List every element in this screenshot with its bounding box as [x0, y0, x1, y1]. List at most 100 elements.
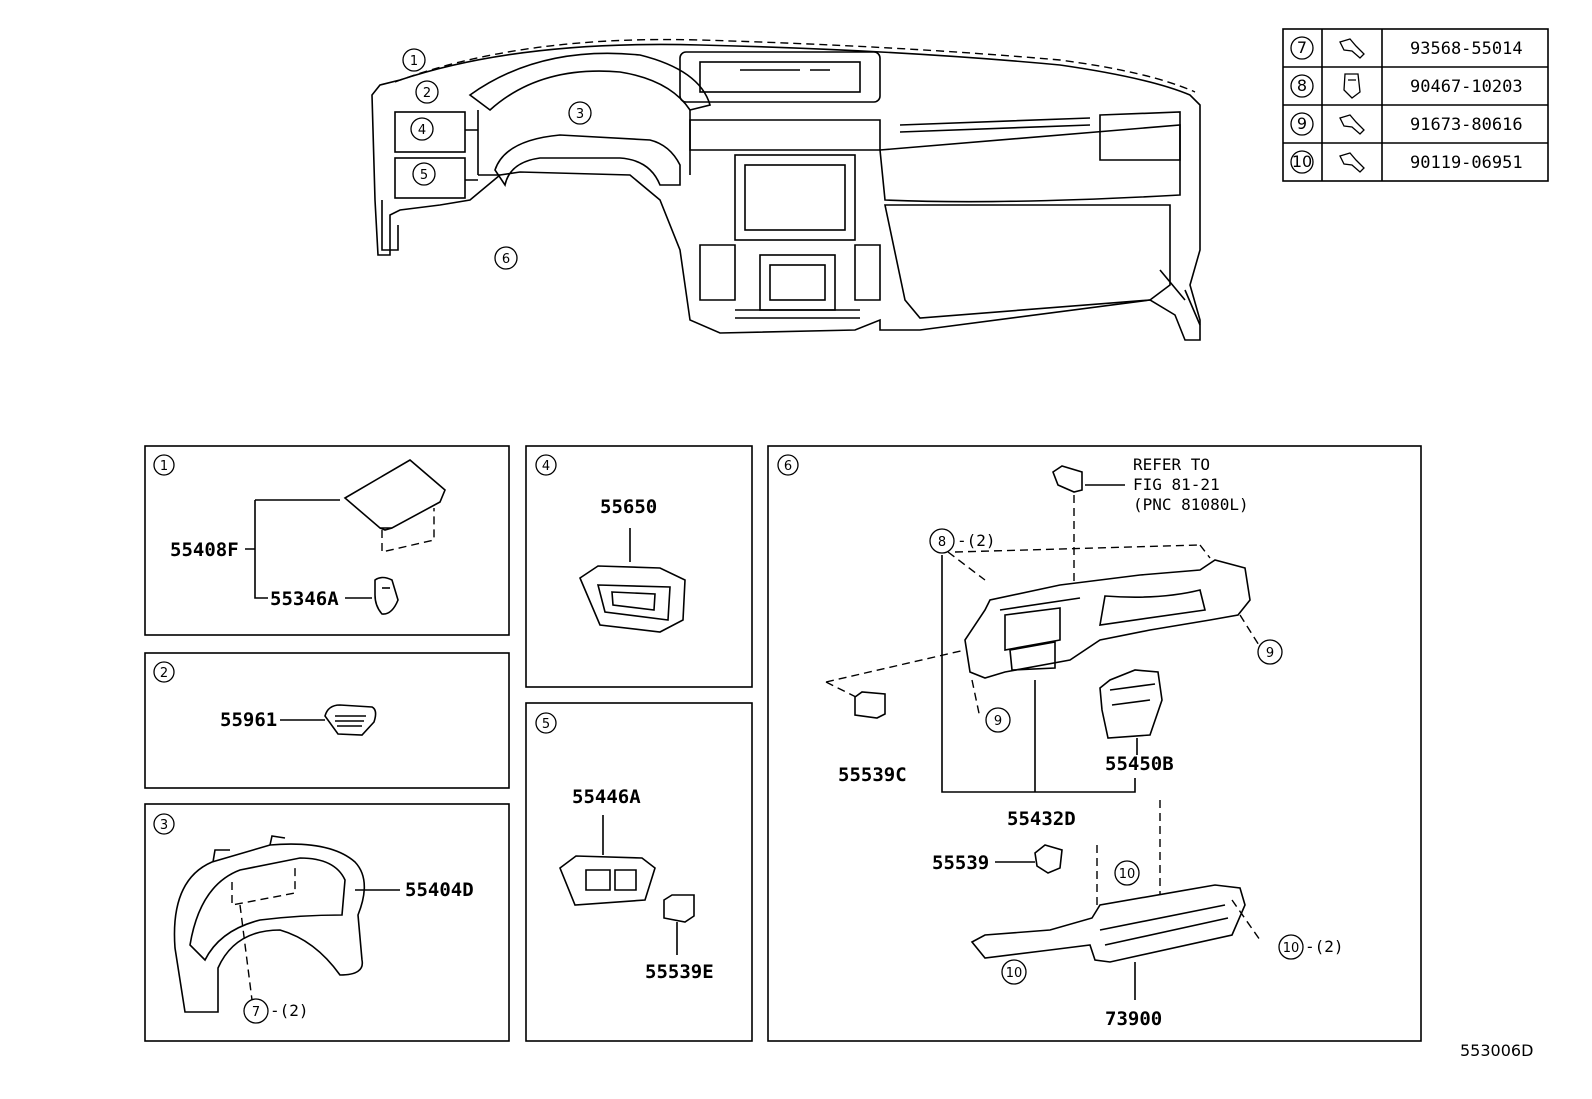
label-55404d: 55404D: [405, 879, 474, 901]
fastener-row-7-part-no: 93568-55014: [1410, 39, 1523, 59]
fastener-row-9-ref: 9: [1290, 112, 1314, 136]
panel-2-ref-circle: 2: [153, 661, 175, 683]
panel-1-ref-circle: 1: [153, 454, 175, 476]
fastener-row-8-ref: 8: [1290, 74, 1314, 98]
panel-6-fastener-8: 8: [929, 528, 955, 554]
panel-1-frame: [144, 445, 510, 636]
fastener-row-7-ref-label: 7: [1297, 38, 1307, 57]
overview-callout-6: 6: [494, 246, 518, 270]
label-55539: 55539: [932, 852, 989, 874]
panel-6-art: [825, 465, 1263, 1000]
panel-ref-circles: 1 2 3 4 5 6 7 8 9 9 10 10 10: [153, 454, 1304, 1024]
overview-callout-4: 4: [410, 117, 434, 141]
screw-icon: [1339, 114, 1365, 135]
panel-6-fastener-8-label: 8: [938, 535, 946, 550]
label-73900: 73900: [1105, 1008, 1162, 1030]
fastener-table-rows: 7 93568-55014 8 90467-10203 9 91673-80616 10 90…: [1290, 36, 1523, 174]
panel-6-fastener-10-bottom-label: 10: [1006, 966, 1023, 981]
panel-6-fastener-10-right: 10: [1278, 934, 1304, 960]
fastener-row-10-ref: 10: [1290, 150, 1314, 174]
label-55432d: 55432D: [1007, 808, 1076, 830]
panel-4-art: [579, 528, 686, 633]
panel-6-ref-circle: 6: [777, 454, 799, 476]
refer-note-line3: (PNC 81080L): [1133, 495, 1249, 514]
panel-3-art: [173, 835, 400, 1013]
overview-callout-3: 3: [568, 101, 592, 125]
label-55539e: 55539E: [645, 961, 714, 983]
fastener-row-10-ref-label: 10: [1292, 152, 1312, 171]
refer-note-line2: FIG 81-21: [1133, 475, 1220, 494]
fastener-row-9-part-no: 91673-80616: [1410, 115, 1523, 135]
overview-callouts: 1 2 3 4 5 6: [402, 48, 592, 270]
panel-6-fastener-9-right: 9: [1257, 639, 1283, 665]
part-refer-bracket: [1052, 465, 1083, 493]
panel-6-fastener-9-right-label: 9: [1266, 646, 1274, 661]
part-55539c-plug: [854, 691, 886, 719]
panel-6-fastener-9-left-label: 9: [994, 714, 1002, 729]
fastener-row-8-part-no: 90467-10203: [1410, 77, 1523, 97]
panel-3-ref-circle-label: 3: [160, 818, 168, 833]
overview-callout-6-label: 6: [502, 252, 510, 267]
panel-1-ref-circle-label: 1: [160, 459, 168, 474]
label-55961: 55961: [220, 709, 277, 731]
panel-4-ref-circle-label: 4: [542, 459, 550, 474]
panel-6-fastener-10-top-label: 10: [1119, 867, 1136, 882]
panel-6-fastener-10-right-label: 10: [1283, 941, 1300, 956]
panel-3-frame: [144, 803, 510, 1042]
label-55450b: 55450B: [1105, 753, 1174, 775]
panel-3-fastener-7-label: 7: [252, 1005, 260, 1020]
part-55539-plug: [1034, 844, 1063, 874]
overview-callout-5-label: 5: [420, 168, 428, 183]
part-55346a-clip: [374, 576, 399, 615]
part-55961-vent: [324, 704, 377, 736]
fastener-row-9-ref-label: 9: [1297, 114, 1307, 133]
label-55650: 55650: [600, 496, 657, 518]
figure-id: 553006D: [1460, 1041, 1533, 1060]
panel-6-frame: [767, 445, 1422, 1042]
label-55446a: 55446A: [572, 786, 641, 808]
part-55446a-bezel: [559, 855, 656, 906]
label-55408f: 55408F: [170, 539, 239, 561]
part-55650-vent: [579, 565, 686, 633]
panel-3-ref-circle: 3: [153, 813, 175, 835]
label-fastener-8-qty: -(2): [957, 531, 996, 550]
panel-6-fastener-10-top: 10: [1114, 860, 1140, 886]
part-55408f-lid: [343, 459, 446, 529]
panel-5-ref-circle-label: 5: [542, 717, 550, 732]
fastener-row-10-part-no: 90119-06951: [1410, 153, 1523, 173]
clip-icon: [1343, 73, 1361, 99]
panel-5-art: [559, 815, 695, 955]
panel-3-fastener-7: 7: [243, 998, 269, 1024]
overview-callout-2: 2: [415, 80, 439, 104]
label-fastener-10-qty: -(2): [1305, 937, 1344, 956]
overview-callout-2-label: 2: [423, 86, 431, 101]
panel-4-ref-circle: 4: [535, 454, 557, 476]
label-55539c: 55539C: [838, 764, 907, 786]
bolt-washer-icon: [1339, 152, 1365, 173]
refer-note-line1: REFER TO: [1133, 455, 1210, 474]
overview-callout-4-label: 4: [418, 123, 426, 138]
part-55404d-cluster-cover: [173, 843, 366, 1013]
overview-callout-1: 1: [402, 48, 426, 72]
part-55539e-plug: [663, 894, 695, 923]
fastener-row-7-ref: 7: [1290, 36, 1314, 60]
panel-6-fastener-9-left: 9: [985, 707, 1011, 733]
overview-callout-5: 5: [412, 162, 436, 186]
panel-2-art: [280, 704, 377, 736]
panel-4-frame: [525, 445, 753, 688]
panel-5-frame: [525, 702, 753, 1042]
part-73900-switch-panel: [970, 884, 1246, 963]
panel-1-art: [245, 459, 446, 615]
fastener-table: [1282, 28, 1549, 182]
overview-callout-3-label: 3: [576, 107, 584, 122]
panel-6-fastener-10-bottom: 10: [1001, 959, 1027, 985]
label-panel3-fastener-qty: -(2): [270, 1001, 309, 1020]
part-55450b-bracket: [1099, 669, 1163, 739]
panel-6-ref-circle-label: 6: [784, 459, 792, 474]
part-55432d-lower-panel: [964, 559, 1251, 679]
bolt-icon: [1339, 38, 1365, 59]
fastener-row-8-ref-label: 8: [1297, 76, 1307, 95]
dashboard-overview: [371, 38, 1201, 341]
panel-5-ref-circle: 5: [535, 712, 557, 734]
